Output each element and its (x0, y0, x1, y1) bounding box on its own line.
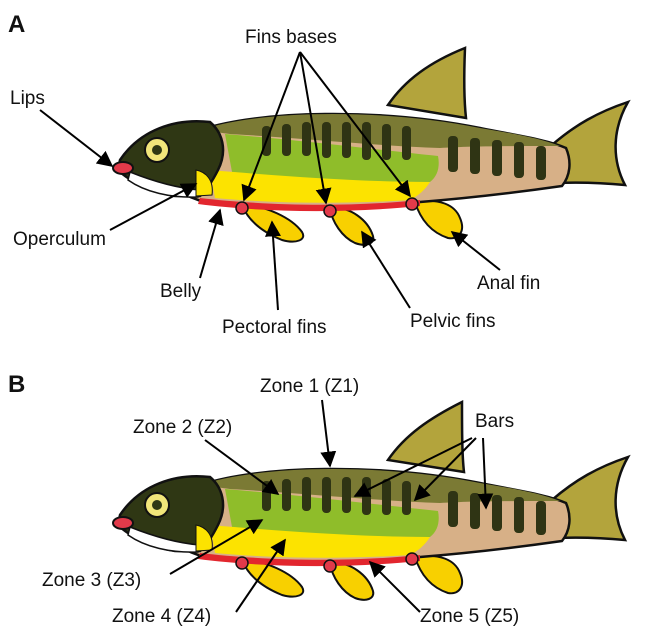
lips (113, 162, 133, 174)
pelvic-fin-base (324, 560, 336, 572)
label-zone3: Zone 3 (Z3) (42, 570, 141, 591)
label-operculum: Operculum (13, 229, 106, 250)
pelvic-fin-base (324, 205, 336, 217)
label-bars: Bars (475, 411, 514, 432)
dorsal-fin (388, 48, 466, 118)
pupil (152, 145, 162, 155)
label-lips: Lips (10, 88, 45, 109)
fish-illustration-a (113, 48, 628, 245)
label-fins-bases: Fins bases (245, 27, 337, 48)
label-zone4: Zone 4 (Z4) (112, 606, 211, 627)
panel-a: A (8, 11, 628, 338)
pectoral-fin-base (236, 202, 248, 214)
pelvic-fin (330, 563, 373, 600)
label-zone5: Zone 5 (Z5) (420, 606, 519, 627)
label-zone1: Zone 1 (Z1) (260, 376, 359, 397)
pectoral-fin-base (236, 557, 248, 569)
label-zone2: Zone 2 (Z2) (133, 417, 232, 438)
panel-letter-b: B (8, 371, 25, 398)
label-pelvic-fins: Pelvic fins (410, 311, 496, 332)
label-pectoral-fins: Pectoral fins (222, 317, 327, 338)
anal-fin-base (406, 553, 418, 565)
label-belly: Belly (160, 281, 202, 302)
panel-b: B (8, 371, 628, 627)
pupil (152, 500, 162, 510)
anal-fin-base (406, 198, 418, 210)
anal-fin (415, 556, 462, 593)
anal-fin (415, 201, 462, 238)
label-anal-fin: Anal fin (477, 273, 540, 294)
lips (113, 517, 133, 529)
panel-letter-a: A (8, 11, 25, 38)
